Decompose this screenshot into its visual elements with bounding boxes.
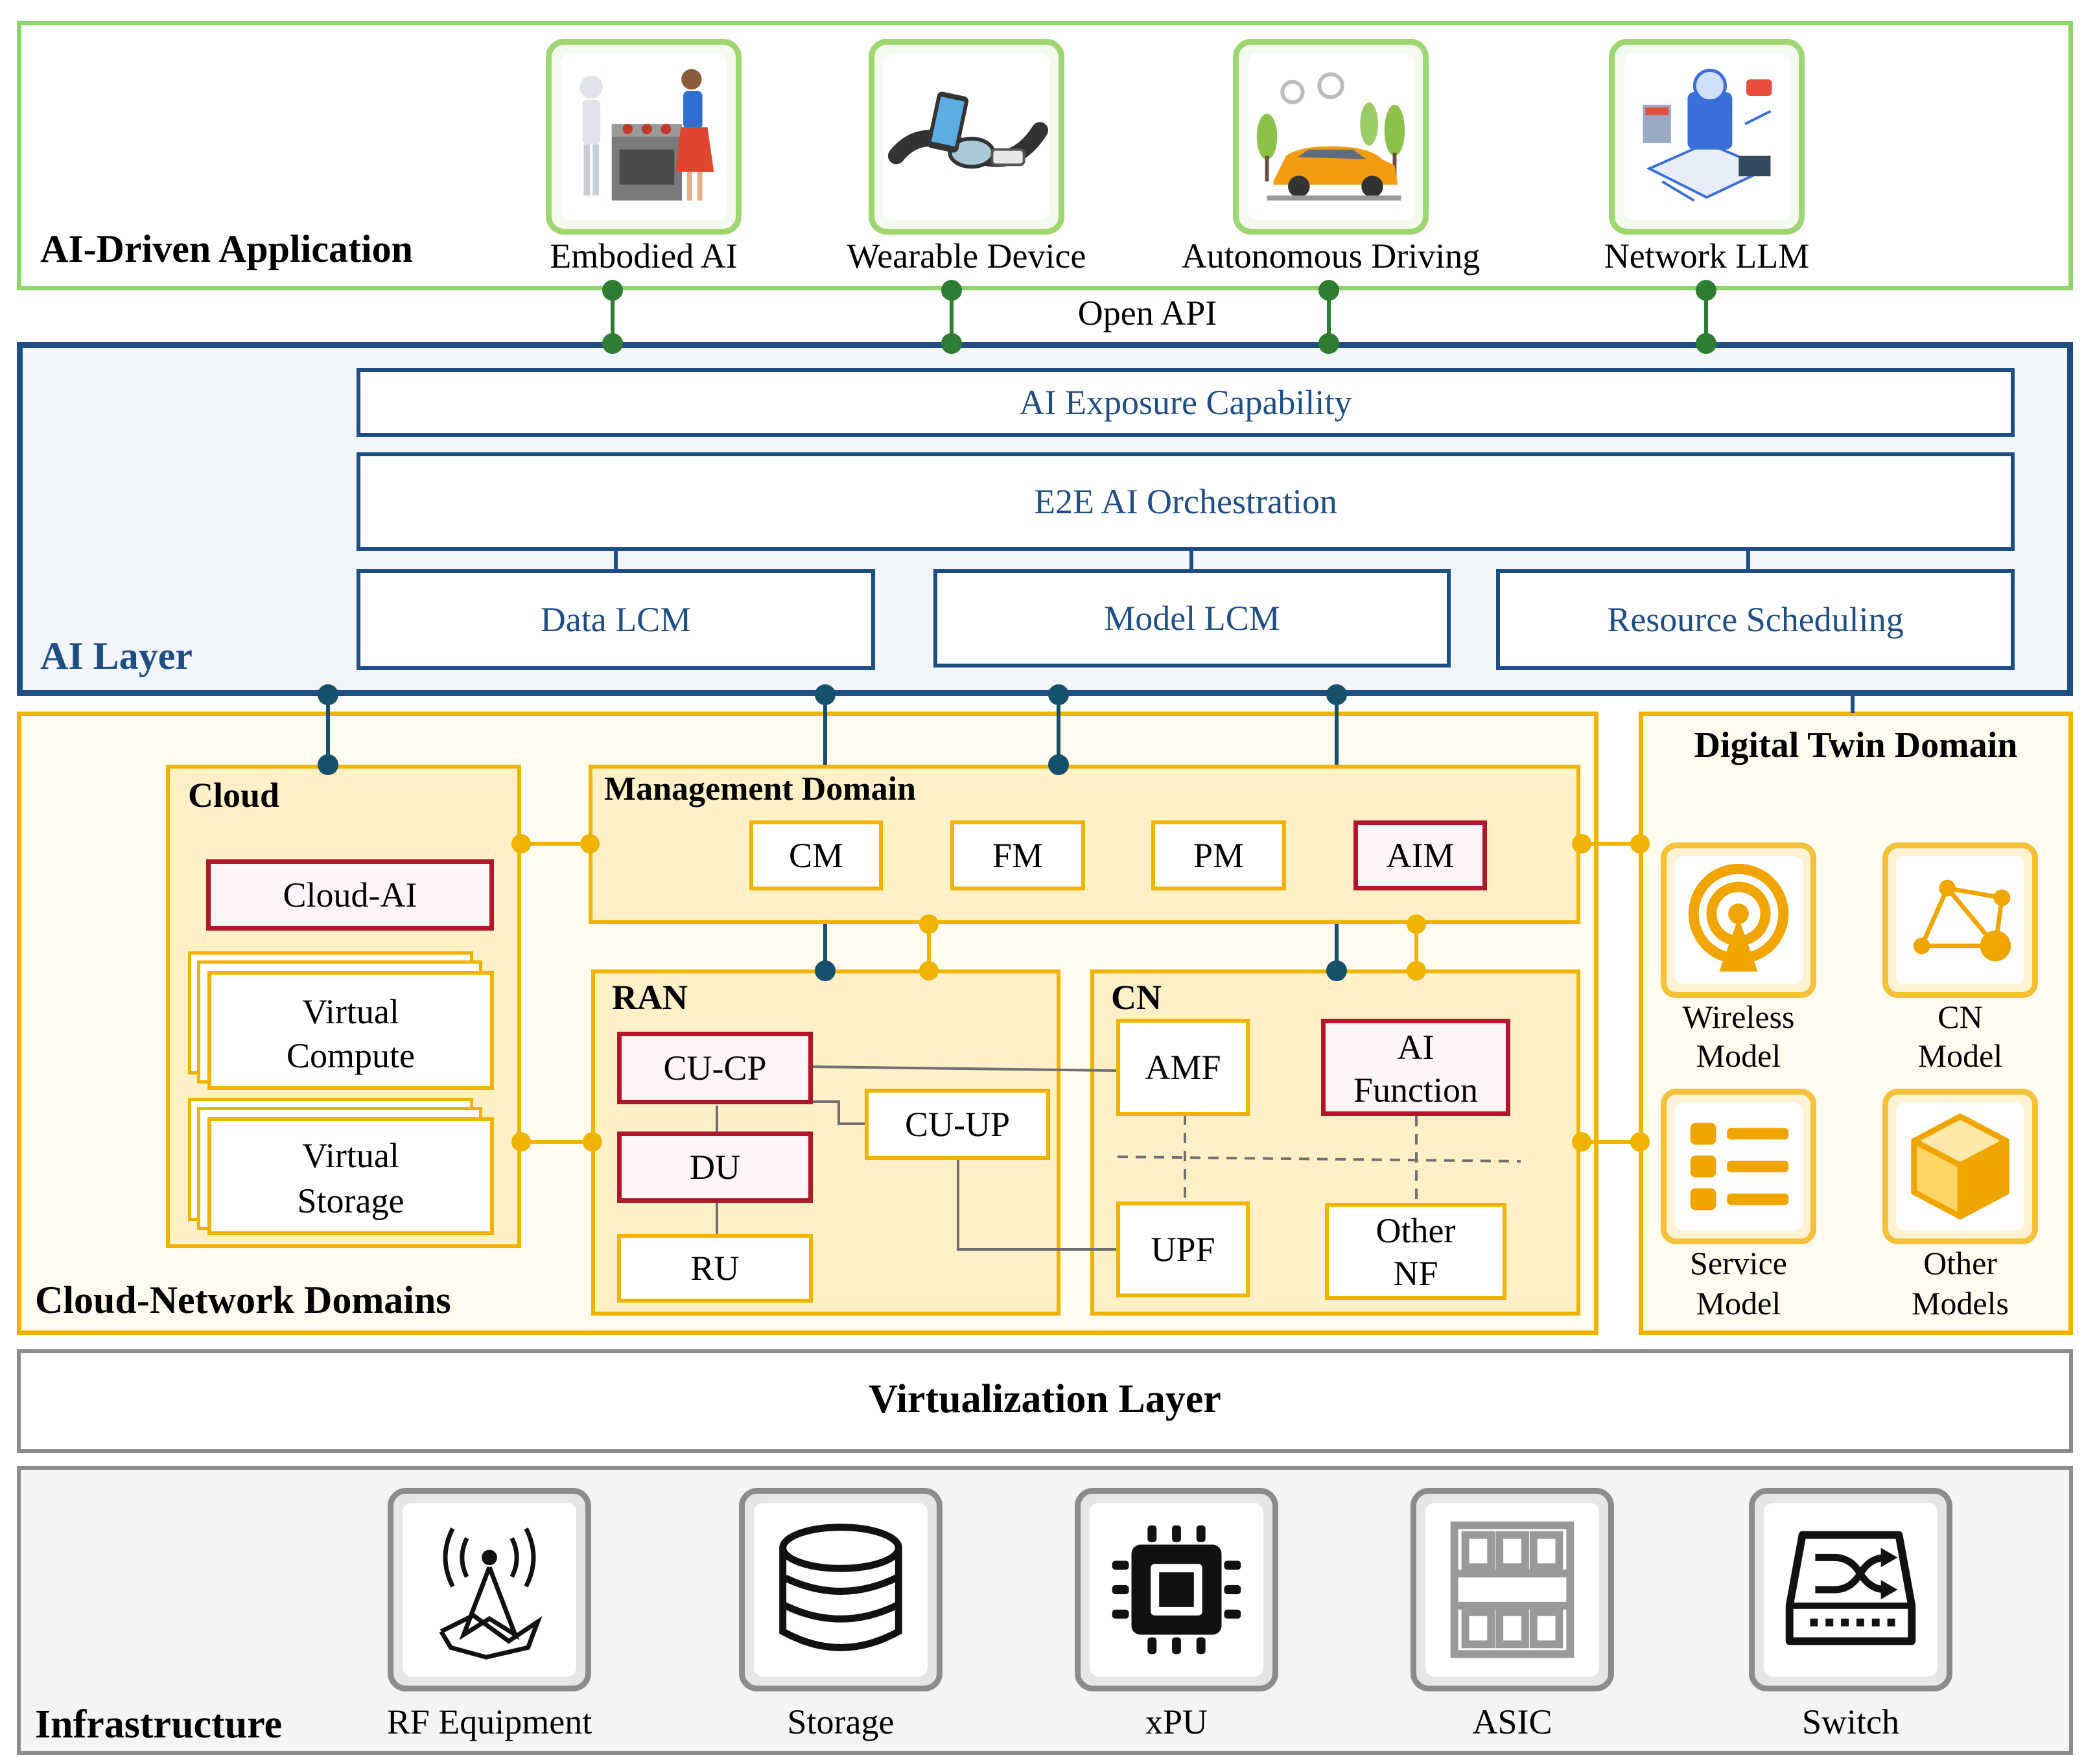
infra-card-switch[interactable] xyxy=(1749,1488,1952,1691)
virtual-storage-line2: Storage xyxy=(297,1181,404,1220)
infrastructure-frame xyxy=(17,1466,2073,1755)
ran-cu-up[interactable]: CU-UP xyxy=(865,1089,1050,1160)
cn-other-nf[interactable]: Other NF xyxy=(1325,1203,1506,1300)
infra-label-asic: ASIC xyxy=(1472,1702,1552,1741)
digital-twin-title: Digital Twin Domain xyxy=(1694,725,2018,765)
virtual-compute-line2: Compute xyxy=(287,1036,415,1075)
app-card-network-llm[interactable] xyxy=(1609,39,1805,235)
dt-card-service-model[interactable] xyxy=(1661,1089,1816,1244)
e2e-ai-orchestration[interactable]: E2E AI Orchestration xyxy=(357,452,2015,551)
smart-band-icon xyxy=(887,91,1049,169)
dt-card-wireless-model[interactable] xyxy=(1661,842,1816,998)
infra-card-xpu[interactable] xyxy=(1075,1488,1278,1691)
cn-amf[interactable]: AMF xyxy=(1116,1019,1250,1116)
autonomous-car-icon xyxy=(1256,72,1405,201)
app-label-embodied-ai: Embodied AI xyxy=(550,237,738,275)
app-card-embodied-ai[interactable] xyxy=(546,39,742,235)
virtual-compute-box[interactable]: Virtual Compute xyxy=(207,971,494,1090)
data-lcm[interactable]: Data LCM xyxy=(357,569,875,670)
cn-other-nf-line1: Other xyxy=(1376,1211,1456,1250)
app-card-autonomous-driving[interactable] xyxy=(1233,39,1429,235)
ai-exposure-capability[interactable]: AI Exposure Capability xyxy=(357,368,2015,437)
dt-card-other-models[interactable] xyxy=(1882,1089,2038,1244)
infra-card-storage[interactable] xyxy=(739,1488,942,1691)
cube-icon xyxy=(1911,1113,2009,1220)
chip-icon xyxy=(1112,1525,1241,1654)
management-domain-title: Management Domain xyxy=(604,771,916,807)
dt-label-cn-model-2: Model xyxy=(1917,1038,2003,1074)
dt-label-other-models-2: Models xyxy=(1912,1285,2009,1321)
network-graph-icon xyxy=(1913,879,2011,962)
dt-label-wireless-model-1: Wireless xyxy=(1682,999,1795,1035)
model-lcm[interactable]: Model LCM xyxy=(933,569,1451,667)
ran-cu-cp[interactable]: CU-CP xyxy=(617,1032,813,1104)
cloud-domain-title: Cloud xyxy=(188,776,280,815)
mgmt-aim[interactable]: AIM xyxy=(1353,820,1487,890)
app-label-autonomous-driving: Autonomous Driving xyxy=(1181,237,1481,275)
cn-other-nf-line2: NF xyxy=(1393,1254,1438,1293)
robot-kitchen-icon xyxy=(580,69,714,201)
database-icon xyxy=(779,1524,902,1651)
list-icon xyxy=(1690,1122,1789,1211)
virtual-compute-line1: Virtual xyxy=(302,992,399,1031)
wireless-signal-icon xyxy=(1688,863,1789,972)
app-layer-title: AI-Driven Application xyxy=(40,227,414,270)
dt-label-other-models-1: Other xyxy=(1923,1245,1997,1281)
virtual-storage-box[interactable]: Virtual Storage xyxy=(207,1117,494,1235)
mgmt-cm[interactable]: CM xyxy=(749,820,883,890)
infra-card-rf-equipment[interactable] xyxy=(388,1488,591,1691)
infra-label-switch: Switch xyxy=(1801,1702,1899,1741)
ai-layer-title: AI Layer xyxy=(40,634,193,677)
app-card-wearable-device[interactable] xyxy=(869,39,1064,235)
infra-label-xpu: xPU xyxy=(1145,1702,1208,1741)
virtualization-frame xyxy=(17,1349,2073,1453)
ran-du[interactable]: DU xyxy=(617,1132,813,1203)
virtual-storage-line1: Virtual xyxy=(302,1136,399,1175)
mgmt-pm[interactable]: PM xyxy=(1151,820,1286,890)
cloud-network-title: Cloud-Network Domains xyxy=(35,1279,451,1321)
virtualization-title: Virtualization Layer xyxy=(869,1377,1221,1421)
cn-ai-function[interactable]: AI Function xyxy=(1321,1019,1510,1116)
infra-label-rf-equipment: RF Equipment xyxy=(386,1702,592,1741)
network-switch-icon xyxy=(1785,1531,1916,1645)
app-label-network-llm: Network LLM xyxy=(1604,237,1810,275)
infra-label-storage: Storage xyxy=(787,1702,895,1741)
app-label-wearable-device: Wearable Device xyxy=(847,237,1086,275)
cn-ai-function-line2: Function xyxy=(1353,1071,1478,1109)
asic-module-icon xyxy=(1450,1521,1575,1658)
dt-card-cn-model[interactable] xyxy=(1882,842,2038,998)
ran-ru[interactable]: RU xyxy=(617,1234,813,1303)
dt-label-service-model-2: Model xyxy=(1696,1285,1781,1321)
cn-domain-title: CN xyxy=(1111,978,1162,1017)
open-api-label: Open API xyxy=(1077,294,1217,332)
mgmt-fm[interactable]: FM xyxy=(950,820,1085,890)
network-llm-icon xyxy=(1643,69,1772,202)
rf-antenna-icon xyxy=(439,1527,543,1660)
dt-label-wireless-model-2: Model xyxy=(1696,1038,1781,1074)
cloud-ai-box[interactable]: Cloud-AI xyxy=(206,859,494,931)
dt-label-service-model-1: Service xyxy=(1690,1245,1787,1281)
resource-scheduling[interactable]: Resource Scheduling xyxy=(1496,569,2015,670)
cn-ai-function-line1: AI xyxy=(1397,1028,1434,1067)
cn-upf[interactable]: UPF xyxy=(1116,1201,1250,1297)
dt-label-cn-model-1: CN xyxy=(1938,999,1983,1035)
ran-domain-title: RAN xyxy=(612,978,688,1017)
infrastructure-title: Infrastructure xyxy=(35,1702,283,1747)
infra-card-asic[interactable] xyxy=(1411,1488,1614,1691)
